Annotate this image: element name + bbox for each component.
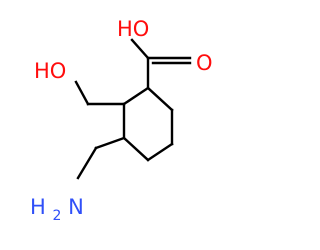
carboxyl-hydroxyl-label: HO: [117, 17, 149, 41]
structure-canvas: HO O HO H 2 N: [30, 17, 213, 225]
bond-c4-c5: [146, 142, 174, 162]
bond-carboxyl-oh: [130, 38, 150, 60]
amine-hydrogen: H: [30, 195, 46, 219]
bond-c6-c1: [146, 86, 174, 112]
amine-label: H 2 N: [30, 195, 84, 225]
bond-c1-c2: [122, 86, 150, 106]
amine-subscript: 2: [52, 208, 61, 224]
bond-hydroxyl-o: [74, 80, 90, 106]
amine-nitrogen: N: [68, 195, 84, 219]
carbonyl-oxygen-label: O: [196, 51, 213, 75]
bond-amine-n: [76, 146, 98, 180]
substituent-bonds: [74, 38, 192, 180]
hydroxyl-label: HO: [34, 59, 66, 83]
ring-bonds: [122, 86, 174, 162]
bond-c3-c4: [122, 136, 150, 162]
bond-ring-to-amine: [94, 136, 126, 150]
atom-labels: HO O HO H 2 N: [30, 17, 213, 225]
